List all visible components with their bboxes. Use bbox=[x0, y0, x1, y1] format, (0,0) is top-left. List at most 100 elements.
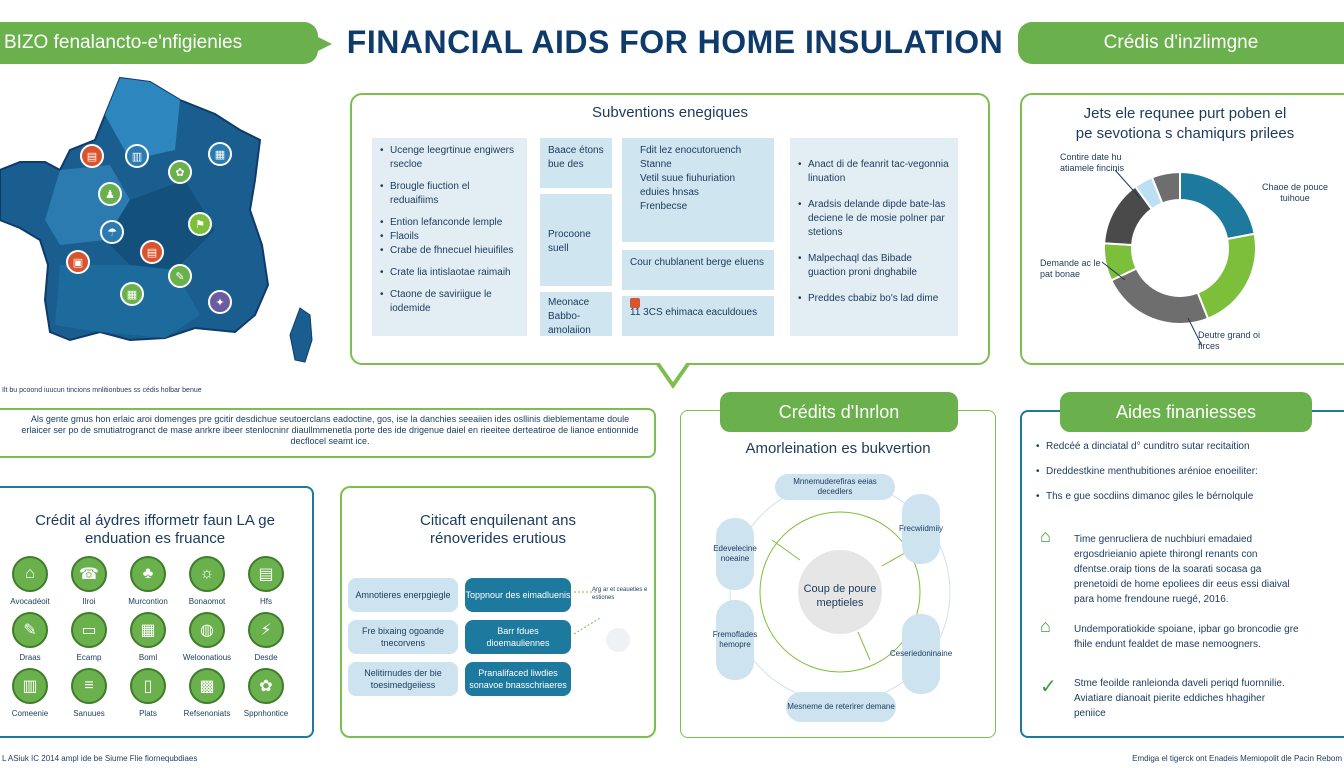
map-pin-icon: ▦ bbox=[120, 282, 144, 306]
aids-bullets: Redcéé a dinciatal d° cunditro sutar rec… bbox=[1036, 440, 1326, 512]
credit-item-icon: ▥ bbox=[12, 668, 48, 704]
euro-tag-icon bbox=[630, 298, 640, 308]
map-pin-icon: ▥ bbox=[125, 144, 149, 168]
header-right-tag: Crédis d'inzlimgne bbox=[1018, 22, 1344, 64]
donut-label-right: Chaoe de pouce tuihoue bbox=[1261, 182, 1329, 203]
house-icon: ⌂ bbox=[1040, 616, 1051, 636]
credit-item-label: Comeenie bbox=[11, 709, 49, 718]
map-pin-icon: ✿ bbox=[168, 160, 192, 184]
header-right-tag-text: Crédis d'inzlimgne bbox=[1103, 32, 1259, 53]
donut-title-l2: pe sevotiona s chamiqurs prilees bbox=[1075, 125, 1295, 142]
credit-item-label: Desde bbox=[254, 653, 278, 662]
donut-label-bottom: Deutre grand oi firces bbox=[1198, 330, 1261, 351]
aids-item-text: Stme feoilde ranleionda daveli periqd fu… bbox=[1074, 678, 1285, 719]
credit-item-icon: ♣ bbox=[130, 556, 166, 592]
subventions-col4-item: Aradsis delande dipde bate-las deciene l… bbox=[798, 198, 950, 240]
credit-item-icon: ✿ bbox=[248, 668, 284, 704]
france-region-north bbox=[105, 78, 180, 160]
credit-item-label: Murcontion bbox=[128, 597, 168, 606]
middle-left-box: Amnotieres enerpgiegle bbox=[348, 578, 458, 612]
cycle-label: Frecwiidmiiy bbox=[899, 494, 943, 564]
description-box bbox=[0, 408, 656, 458]
credit-item-icon: ▤ bbox=[248, 556, 284, 592]
credit-item-label: Plats bbox=[139, 709, 157, 718]
credit-item-icon: ▯ bbox=[130, 668, 166, 704]
donut-label-top-left: Contire date hu atiamele fincinis bbox=[1060, 152, 1125, 173]
house-icon: ⌂ bbox=[1040, 526, 1051, 546]
aids-bullet: Ths e gue socdiins dimanoc giles le bérn… bbox=[1036, 490, 1326, 504]
map-pin-icon: ♟ bbox=[98, 182, 122, 206]
credit-item-icon: ☼ bbox=[189, 556, 225, 592]
corsica-shape bbox=[289, 307, 313, 363]
subventions-col1-item: Flaoils bbox=[380, 230, 519, 244]
credit-title-l2: enduation es fruance bbox=[84, 530, 226, 547]
header-left-tag-text: BIZO fenalancto-e'nfigienies bbox=[4, 32, 243, 53]
cycle-label: Fremoflades hemopre bbox=[713, 600, 757, 680]
map-pin-icon: ⚑ bbox=[188, 212, 212, 236]
credit-item-icon: ◍ bbox=[189, 612, 225, 648]
subventions-pointer-inner bbox=[659, 362, 687, 382]
subventions-col3-cell: 11 3CS ehimaca eaculdoues bbox=[622, 296, 774, 336]
middle-left-box: Fre bixaing ogoande tnecorvens bbox=[348, 620, 458, 654]
credit-title-l1: Crédit al áydres ifformetr faun LA ge bbox=[35, 512, 275, 529]
cycle-label: Mesneme de reterirer demane bbox=[786, 692, 896, 722]
header-left-tag: BIZO fenalancto-e'nfigienies bbox=[0, 22, 318, 64]
footer-left: L ASiuk IC 2014 ampl ide be Siume Flie f… bbox=[2, 754, 198, 763]
aids-tag-text: Aides finaniesses bbox=[1115, 401, 1257, 422]
map-pin-icon: ✦ bbox=[208, 290, 232, 314]
subventions-col1-item: Ctaone de saviriigue le iodemide bbox=[380, 288, 519, 316]
cycle-center: Coup de poure meptieles bbox=[803, 583, 877, 609]
subventions-col3-item: Frenbecse bbox=[640, 201, 688, 212]
donut-leader-lines bbox=[1101, 169, 1203, 347]
middle-title-l2: rénoverides erutious bbox=[430, 530, 566, 547]
aids-bullet: Redcéé a dinciatal d° cunditro sutar rec… bbox=[1036, 440, 1326, 454]
donut-title-l1: Jets ele requnee purt poben el bbox=[1083, 105, 1287, 122]
cycle-tag: Crédits d'Inrlon bbox=[720, 392, 958, 432]
credit-item-label: Bonaomot bbox=[188, 597, 226, 606]
credit-item-icon: ▦ bbox=[130, 612, 166, 648]
subventions-col4-item: Anact di de feanrit tac-vegonnia linuati… bbox=[798, 158, 950, 186]
credit-item-icon: ≡ bbox=[71, 668, 107, 704]
credit-item-label: Refsenoniats bbox=[183, 709, 231, 718]
credit-item-label: Hfs bbox=[260, 597, 272, 606]
credit-item-label: Ilroi bbox=[82, 597, 96, 606]
subventions-col1-item: Ention lefanconde lemple bbox=[380, 216, 519, 230]
subventions-col1: Ucenge leegrtinue engiwers rsecloe Broug… bbox=[372, 138, 527, 336]
subventions-col1-item: Ucenge leegrtinue engiwers rsecloe bbox=[380, 144, 519, 172]
aids-item-text: Time genrucliera de nuchbiuri emadaied e… bbox=[1074, 534, 1290, 605]
credit-item-icon: ☎ bbox=[71, 556, 107, 592]
credit-item-icon: ⌂ bbox=[12, 556, 48, 592]
france-region-center bbox=[105, 180, 215, 270]
subventions-title: Subventions enegiques bbox=[592, 104, 748, 121]
map-pin-icon: ▣ bbox=[66, 250, 90, 274]
subventions-col4: Anact di de feanrit tac-vegonnia linuati… bbox=[790, 138, 958, 336]
description-text: Als gente gmus hon erlaic aroi domenges … bbox=[21, 414, 639, 446]
cycle-label: Ceseriedoninaine bbox=[890, 614, 952, 694]
subventions-col2-cell: Procoone suell bbox=[540, 194, 612, 286]
middle-note: Arg ar et ceaueties e estiones bbox=[592, 587, 648, 601]
cycle-subtitle: Amorleination es bukvertion bbox=[745, 440, 931, 457]
subventions-col3-cell: Cour chublanent berge eluens bbox=[622, 250, 774, 290]
header-left-tag-arrow bbox=[316, 36, 332, 52]
subventions-col1-item: Brougle fiuction el reduaifiims bbox=[380, 180, 519, 208]
middle-arrows bbox=[573, 591, 630, 652]
credit-item-label: Sppnhontice bbox=[243, 709, 289, 718]
check-icon: ✓ bbox=[1040, 676, 1057, 698]
subventions-col2-cell: Meonace Babbo-amolaiion bbox=[540, 292, 612, 336]
map-pin-icon: ▦ bbox=[208, 142, 232, 166]
subventions-col4-item: Preddes cbabiz bo's lad dime bbox=[798, 292, 950, 306]
subventions-col1-item: Crabe de fhnecuel hieuifiles bbox=[380, 244, 519, 258]
middle-left-box: Nelitirnudes der bie toesimedgeiiess bbox=[348, 662, 458, 696]
middle-right-box: Toppnour des eimadluenis bbox=[465, 578, 571, 612]
credit-item-label: Ecamp bbox=[76, 653, 102, 662]
map-caption: Ilt bu pcoond iuucun tincions mnlitionbu… bbox=[2, 387, 202, 394]
middle-right-box: Pranalifaced liwdies sonavoe bnasschriae… bbox=[465, 662, 571, 696]
credit-item-icon: ▩ bbox=[189, 668, 225, 704]
middle-right-box: Barr fdues dioemauliennes bbox=[465, 620, 571, 654]
credit-item-label: Sanuues bbox=[73, 709, 105, 718]
subventions-col3-item: Stanne bbox=[640, 159, 672, 170]
footer-right: Emdiga el tigerck ont Enadeis Memiopolit… bbox=[1132, 754, 1342, 763]
donut-slice bbox=[1150, 170, 1181, 205]
aids-item-text: Undemporatiokide spoiane, ipbar go bronc… bbox=[1074, 624, 1299, 650]
donut-label-left: Demande ac le pat bonae bbox=[1040, 258, 1101, 279]
